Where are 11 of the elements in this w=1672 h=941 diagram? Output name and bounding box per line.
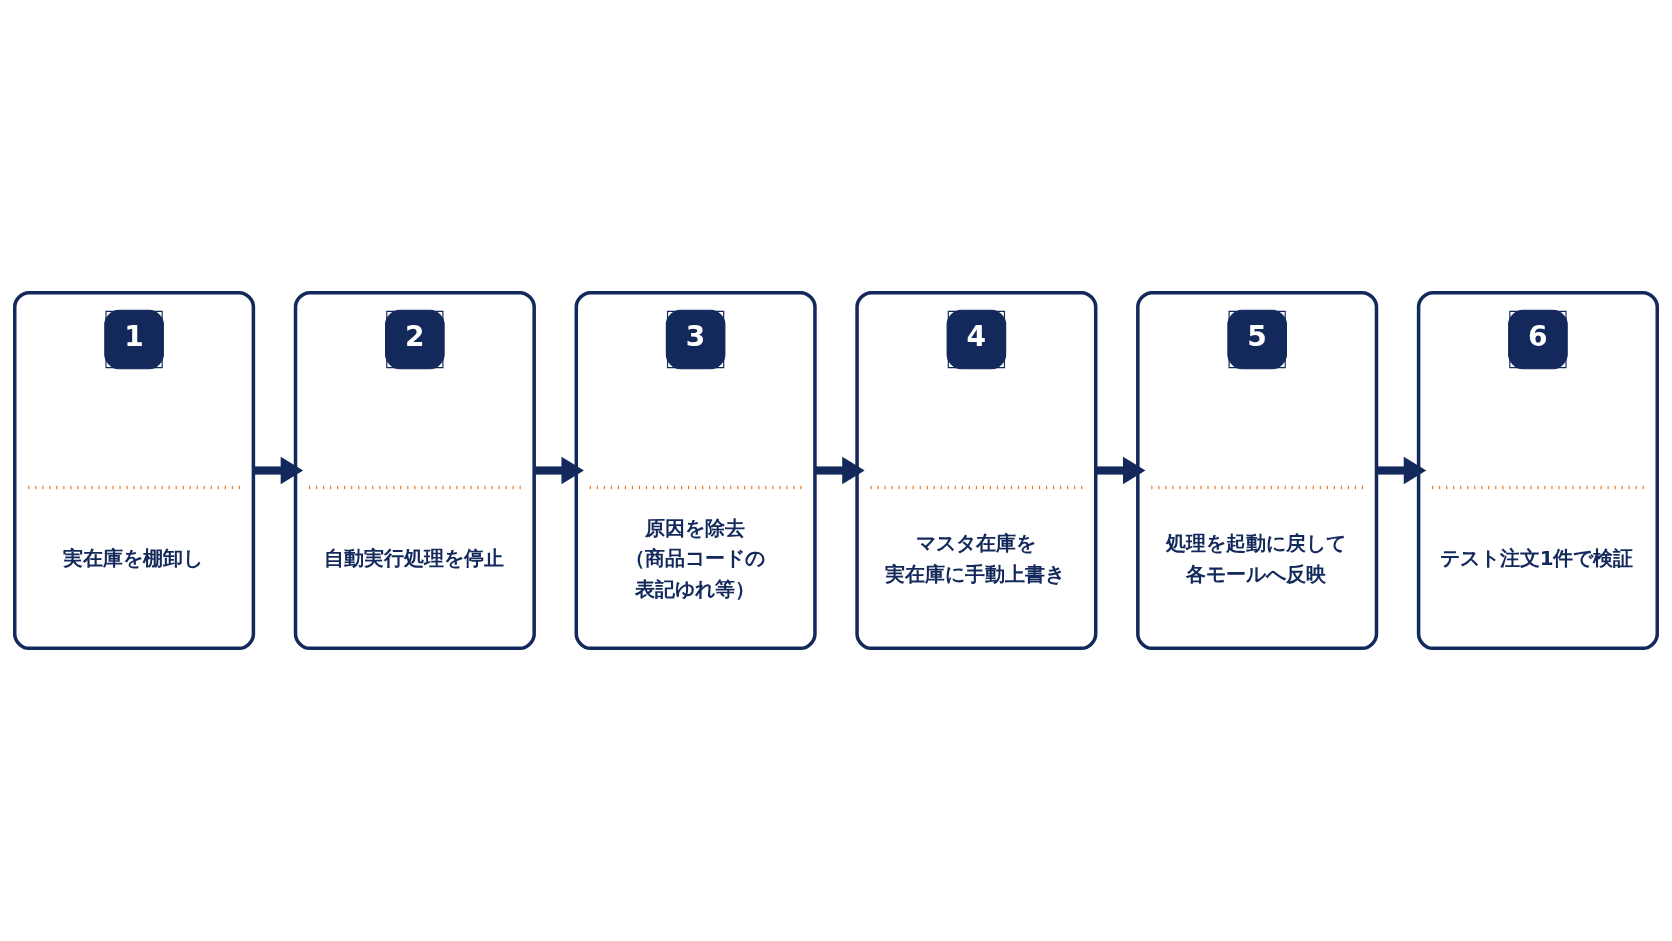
arrow	[1096, 456, 1146, 485]
arrow	[815, 456, 865, 485]
node-box: 2 自動実行処理を停止	[293, 290, 536, 651]
node-box: 6 テスト注文1件で検証	[1416, 290, 1659, 651]
node-box: 1 実在庫を棚卸し	[13, 290, 256, 651]
arrow	[534, 456, 584, 485]
node-box: 5 処理を起動に戻して各モールへ反映	[1136, 290, 1379, 651]
arrow	[1376, 456, 1427, 485]
arrow	[253, 456, 304, 485]
node-box: 3 原因を除去（商品コードの表記ゆれ等）	[574, 290, 817, 651]
node-box: 4 マスタ在庫を実在庫に手動上書き	[855, 290, 1098, 651]
